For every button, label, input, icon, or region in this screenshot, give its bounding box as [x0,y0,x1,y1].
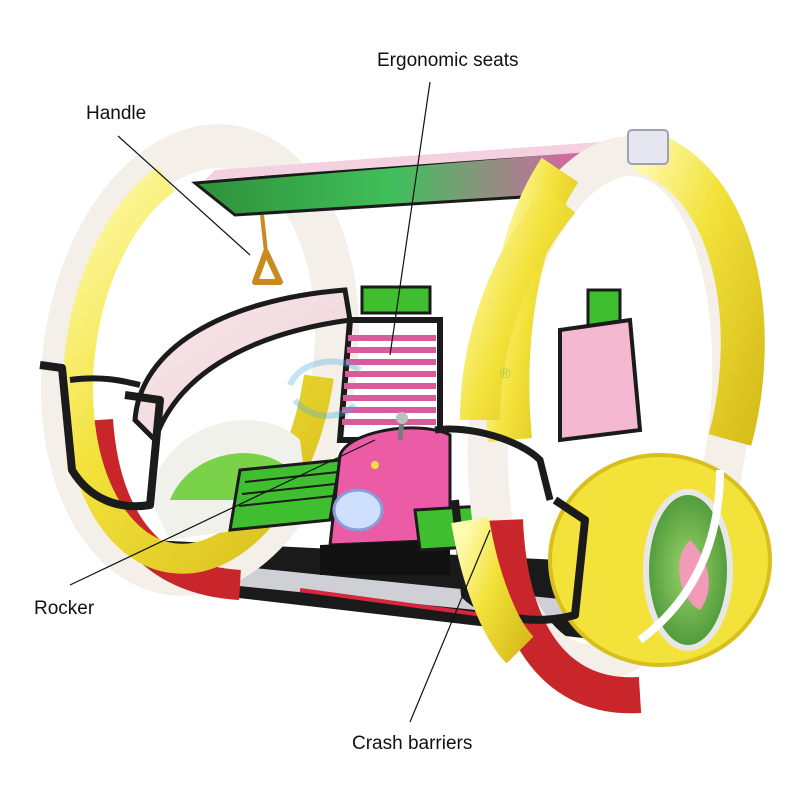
ergonomic-seats-label: Ergonomic seats [377,50,519,71]
left-wheel [41,124,359,600]
rocker-leader-line [69,439,376,586]
callout-lines [69,81,491,723]
watermark-registered-mark: ® [500,365,511,381]
handle-label: Handle [86,103,147,124]
hanging-handle [252,214,283,285]
front-ring-segment [451,187,576,664]
rocker-label: Rocker [34,598,95,619]
rear-seat [558,288,643,443]
seats-leader-line [389,81,431,356]
wheel-hub [548,453,772,667]
crash-barrier-right [434,425,589,624]
ergonomic-seat [228,285,443,532]
barriers-leader-line [409,529,491,723]
handle-leader-line [117,135,251,256]
watermark: ® [287,358,511,419]
crash-barriers-label: Crash barriers [352,733,473,754]
crash-barrier-left [39,361,164,511]
